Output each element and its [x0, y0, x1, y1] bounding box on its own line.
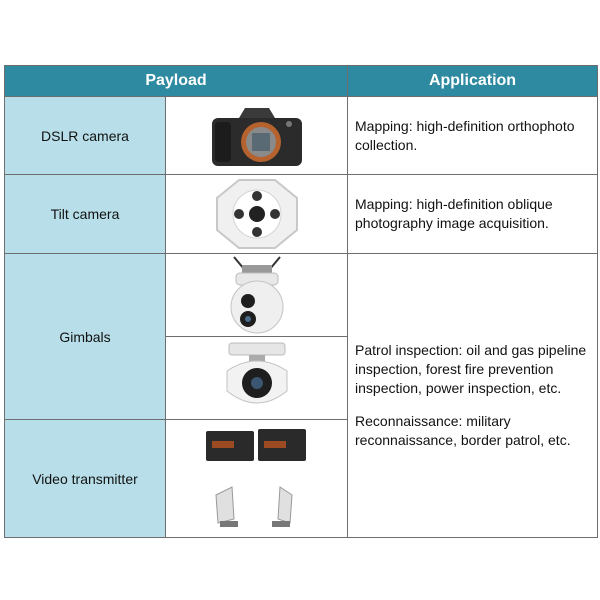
table-row: DSLR camera Mapping: high-definition ort…	[4, 96, 599, 175]
application-tilt: Mapping: high-definition oblique photogr…	[347, 174, 599, 254]
row-label-dslr: DSLR camera	[4, 96, 166, 175]
application-reconnaissance: Reconnaissance: military reconnaissance,…	[355, 413, 571, 448]
table-row: Tilt camera Mapping: high-definition obl…	[4, 174, 599, 254]
gimbal-dual-lens-image	[164, 253, 349, 337]
dslr-camera-image	[164, 96, 349, 175]
table-header-row: Payload Application	[3, 65, 599, 97]
application-patrol: Patrol inspection: oil and gas pipeline …	[355, 342, 587, 396]
payload-header: Payload	[3, 65, 349, 97]
application-shared: Patrol inspection: oil and gas pipeline …	[347, 253, 599, 538]
row-label-video-transmitter: Video transmitter	[4, 419, 166, 538]
table-row	[5, 336, 598, 420]
tilt-camera-image	[164, 174, 349, 254]
table-row: Video transmitter	[4, 419, 598, 538]
video-transmitter-image	[164, 419, 349, 538]
table-row: Gimbals Patrol inspection: oil and gas p…	[4, 253, 599, 538]
application-header: Application	[347, 65, 599, 97]
row-label-tilt: Tilt camera	[4, 174, 166, 254]
payload-application-table: Payload Application DSLR camera Mapping:…	[3, 65, 599, 538]
application-dslr: Mapping: high-definition orthophoto coll…	[347, 96, 599, 175]
row-label-gimbals: Gimbals	[4, 253, 166, 420]
gimbal-single-lens-image	[164, 336, 349, 420]
